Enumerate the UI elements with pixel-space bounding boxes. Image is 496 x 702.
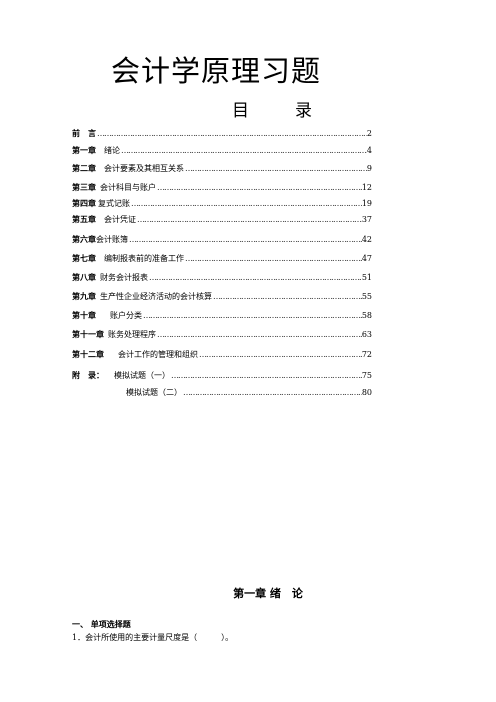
toc-entry-label: 第一章 xyxy=(72,145,96,155)
chapter-heading-text: 第一章 绪 论 xyxy=(233,587,303,600)
toc-entry-page: 80 xyxy=(361,388,372,397)
toc-entry-label: 第三章 xyxy=(72,182,96,192)
toc-entry-title: 会计工作的管理和组织 xyxy=(118,350,198,359)
toc-entry-title: 模拟试题（一） xyxy=(114,371,170,380)
document-title-text: 会计学原理习题 xyxy=(110,54,321,88)
toc-entry-page: 19 xyxy=(361,199,372,208)
toc-entry: 第十一章账务处理程序………………………………………………………………………………… xyxy=(72,327,372,341)
toc-entry-page: 9 xyxy=(366,164,372,173)
toc-entry-label: 附 录： xyxy=(72,370,104,380)
toc-dot-leader: …………………………………………………………………………………………………………… xyxy=(185,164,367,173)
toc-dot-leader: …………………………………………………………………………………………………………… xyxy=(143,311,362,320)
toc-heading-text: 目录 xyxy=(232,101,312,121)
toc-entry: 第五章会计凭证………………………………………………………………………………………… xyxy=(72,212,372,226)
toc-dot-leader: …………………………………………………………………………………………………………… xyxy=(131,199,362,208)
toc-entry-label: 第十二章 xyxy=(72,349,104,359)
toc-entry-title: 绪论 xyxy=(104,146,120,155)
toc-heading: 目录 xyxy=(0,96,496,121)
toc-entry-page: 63 xyxy=(361,330,372,339)
toc-entry-label: 前 言 xyxy=(72,128,96,138)
toc-entry: 第四章复式记账………………………………………………………………………………………… xyxy=(72,196,372,210)
section-heading: 一、 单项选择题 xyxy=(72,620,131,629)
toc-dot-leader: …………………………………………………………………………………………………………… xyxy=(149,273,362,282)
toc-entry: 第十二章 会计工作的管理和组织……………………………………………………………………… xyxy=(72,347,372,361)
toc-entry-label: 第五章 xyxy=(72,214,96,224)
toc-entry-title: 账户分类 xyxy=(110,311,142,320)
toc-entry-label: 第十一章 xyxy=(72,329,104,339)
toc-entry: 第八章财务会计报表…………………………………………………………………………………… xyxy=(72,270,372,284)
toc-entry: 第一章绪论……………………………………………………………………………………………… xyxy=(72,143,372,157)
toc-dot-leader: …………………………………………………………………………………………………………… xyxy=(97,129,367,138)
toc-dot-leader: …………………………………………………………………………………………………………… xyxy=(121,146,367,155)
toc-dot-leader: …………………………………………………………………………………………………………… xyxy=(185,254,362,263)
toc-dot-leader: …………………………………………………………………………………………………………… xyxy=(213,292,362,301)
toc-entry-label: 第九章 xyxy=(72,291,96,301)
toc-entry-label: 第六章 xyxy=(72,234,96,244)
toc-entry-title: 会计科目与账户 xyxy=(100,183,156,192)
toc-entry-page: 42 xyxy=(361,235,372,244)
toc-entry: 第三章会计科目与账户………………………………………………………………………………… xyxy=(72,180,372,194)
toc-dot-leader: …………………………………………………………………………………………………………… xyxy=(137,215,362,224)
document-title: 会计学原理习题 xyxy=(0,48,496,90)
toc-entry-title: 账务处理程序 xyxy=(108,330,156,339)
toc-entry: 附 录： 模拟试题（一）……………………………………………………………………………… xyxy=(72,368,372,382)
toc-entry-page: 12 xyxy=(361,183,372,192)
toc-dot-leader: …………………………………………………………………………………………………………… xyxy=(171,371,362,380)
toc-entry-page: 51 xyxy=(361,273,372,282)
toc-entry: 第七章编制报表前的准备工作………………………………………………………………………… xyxy=(72,251,372,265)
question-item: 1．会计所使用的主要计量尺度是（ ）。 xyxy=(72,633,234,642)
toc-entry-label: 第四章 xyxy=(72,198,96,208)
toc-entry-page: 75 xyxy=(361,371,372,380)
toc-entry: 模拟试题（二）………………………………………………………………………………………… xyxy=(72,386,372,400)
toc-entry-title: 编制报表前的准备工作 xyxy=(104,254,184,263)
toc-entry: 前 言…………………………………………………………………………………………………… xyxy=(72,126,372,140)
toc-entry-title: 复式记账 xyxy=(98,199,130,208)
toc-entry-title: 模拟试题（二） xyxy=(126,388,182,397)
toc-entry-label: 第八章 xyxy=(72,272,96,282)
toc-entry-label: 第二章 xyxy=(72,163,96,173)
toc-entry-title: 会计账簿 xyxy=(96,235,128,244)
toc-entry-page: 37 xyxy=(361,215,372,224)
toc-dot-leader: …………………………………………………………………………………………………………… xyxy=(157,183,362,192)
toc-entry-label: 第七章 xyxy=(72,253,96,263)
toc-entry-page: 47 xyxy=(361,254,372,263)
toc-entry-title: 会计凭证 xyxy=(104,215,136,224)
toc-entry-page: 2 xyxy=(366,129,372,138)
toc-dot-leader: …………………………………………………………………………………………………………… xyxy=(183,388,362,397)
toc-entry-title: 财务会计报表 xyxy=(100,273,148,282)
toc-dot-leader: …………………………………………………………………………………………………………… xyxy=(129,235,362,244)
toc-entry-page: 55 xyxy=(361,292,372,301)
toc-entry-label: 第十章 xyxy=(72,310,96,320)
toc-entry-title: 会计要素及其相互关系 xyxy=(104,164,184,173)
toc-entry: 第六章会计账簿………………………………………………………………………………………… xyxy=(72,232,372,246)
toc-entry-page: 58 xyxy=(361,311,372,320)
toc-dot-leader: …………………………………………………………………………………………………………… xyxy=(199,350,362,359)
chapter-heading: 第一章 绪 论 xyxy=(0,585,496,601)
toc-entry-title: 生产性企业经济活动的会计核算 xyxy=(100,292,212,301)
toc-entry: 第九章生产性企业经济活动的会计核算……………………………………………………………… xyxy=(72,289,372,303)
toc-dot-leader: …………………………………………………………………………………………………………… xyxy=(157,330,362,339)
toc-entry: 第二章会计要素及其相互关系………………………………………………………………………… xyxy=(72,161,372,175)
toc-entry-page: 72 xyxy=(361,350,372,359)
toc-entry-page: 4 xyxy=(366,146,372,155)
toc-entry: 第十章 账户分类………………………………………………………………………………………… xyxy=(72,308,372,322)
